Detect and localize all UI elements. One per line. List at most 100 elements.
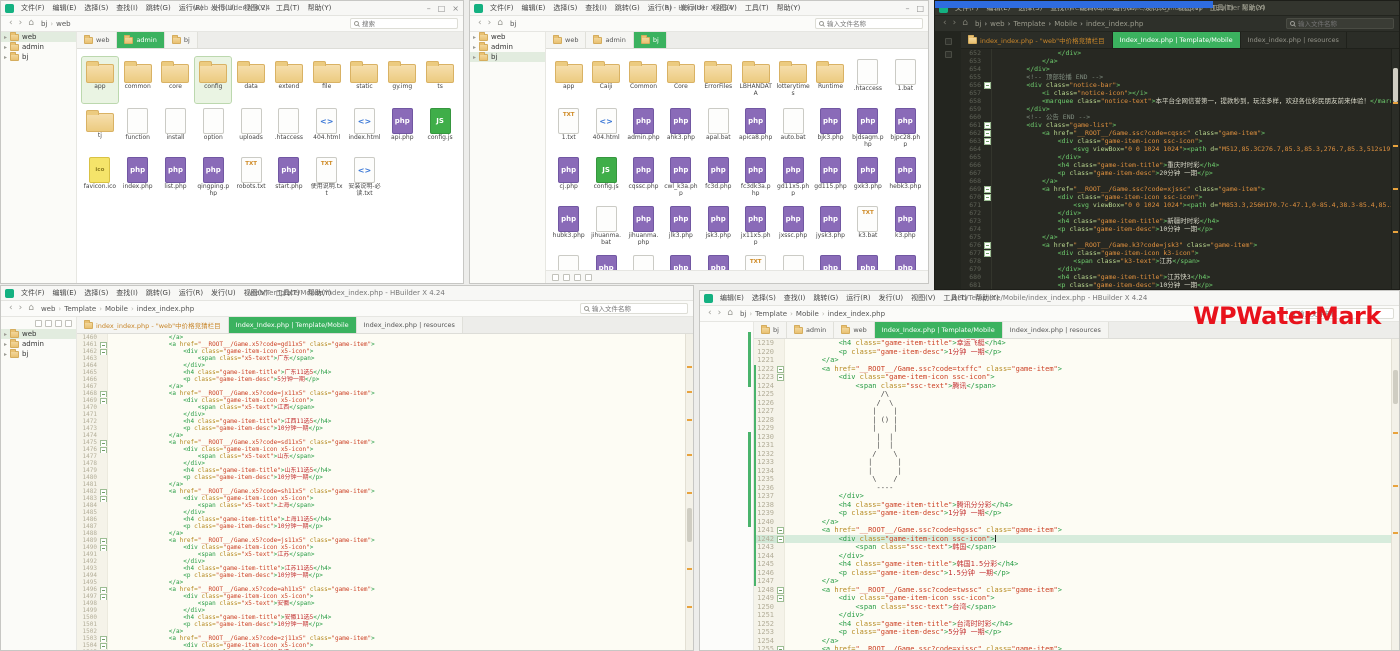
file-jx11x5.php[interactable]: phpjx11x5.php [738,204,773,250]
file-index.html[interactable]: <>index.html [347,106,383,152]
code-line-1237[interactable]: 1237 </div> [754,492,1399,501]
fold-marker-icon[interactable] [99,460,107,467]
fold-marker-icon[interactable] [99,397,107,404]
file-.htaccess[interactable]: .htaccess [850,57,885,103]
code-line-665[interactable]: 665 </div> [961,153,1399,161]
fold-marker-icon[interactable] [99,600,107,607]
code-line-659[interactable]: 659 </div> [961,105,1399,113]
file-ssccp.php[interactable]: phpssccp.php [888,253,923,270]
file-sd11x5.php[interactable]: phpsd11x5.php [813,253,848,270]
code-line-1502[interactable]: 1502 </a> [77,628,693,635]
fold-marker-icon[interactable] [983,209,991,217]
search-box[interactable] [580,303,688,314]
file-config[interactable]: config [195,57,231,103]
code-line-673[interactable]: 673 <h4 class="game-item-title">新疆时时彩</h… [961,217,1399,225]
menu-文件(F)[interactable]: 文件(F) [486,3,518,13]
fold-marker-icon[interactable] [776,586,784,595]
file-1.bat[interactable]: 1.bat [888,57,923,103]
file-.htaccess[interactable]: .htaccess [271,106,307,152]
fold-marker-icon[interactable] [99,572,107,579]
project-admin[interactable]: ▸admin [1,339,76,349]
code-line-1226[interactable]: 1226 / \ [754,399,1399,408]
menu-帮助(Y)[interactable]: 帮助(Y) [304,3,336,13]
code-line-662[interactable]: 662 <a href="__ROOT__/Game.ssc?code=cqss… [961,129,1399,137]
menu-查找(I)[interactable]: 查找(I) [112,288,142,298]
code-line-1498[interactable]: 1498 <span class="x5-text">安徽</span> [77,600,693,607]
breadcrumb-Template[interactable]: Template [1013,20,1045,28]
tab-web[interactable]: web [77,32,117,48]
file-ts[interactable]: ts [422,57,458,103]
file-404.html[interactable]: <>404.html [309,106,345,152]
code-line-1485[interactable]: 1485 </div> [77,509,693,516]
code-line-1496[interactable]: 1496 <a href="__ROOT__/Game.x5?code=ah11… [77,586,693,593]
code-line-1224[interactable]: 1224 <span class="ssc-text">腾讯</span> [754,382,1399,391]
tab-index_index.php - "web"中价格竞猜栏目[interactable]: index_index.php - "web"中价格竞猜栏目 [961,32,1113,48]
back-button[interactable]: ‹ [475,19,485,28]
code-line-1234[interactable]: 1234 | | [754,467,1399,476]
fold-marker-icon[interactable] [99,551,107,558]
home-button[interactable]: ⌂ [724,309,736,318]
fold-marker-icon[interactable] [983,177,991,185]
fold-marker-icon[interactable] [99,334,107,341]
code-line-1493[interactable]: 1493 <h4 class="game-item-title">江苏11选5<… [77,565,693,572]
file-file[interactable]: file [309,57,345,103]
fold-marker-icon[interactable] [983,65,991,73]
code-line-1497[interactable]: 1497 <div class="game-item-icon x5-icon"… [77,593,693,600]
breadcrumb-bj[interactable]: bj [510,20,516,28]
fold-marker-icon[interactable] [776,620,784,629]
code-line-666[interactable]: 666 <h4 class="game-item-title">重庆时时彩</h… [961,161,1399,169]
menu-跳转(G)[interactable]: 跳转(G) [611,3,644,13]
list-view-icon[interactable] [563,274,570,281]
code-line-1253[interactable]: 1253 <p class="game-item-desc">5分钟 一期</p… [754,628,1399,637]
code-line-1476[interactable]: 1476 <div class="game-item-icon x5-icon"… [77,446,693,453]
breadcrumb-index_index.php[interactable]: index_index.php [137,305,194,313]
menu-运行(R)[interactable]: 运行(R) [175,288,207,298]
file-apal.bat[interactable]: apal.bat [701,106,736,152]
fold-marker-icon[interactable] [776,535,784,544]
fold-marker-icon[interactable] [983,129,991,137]
fold-marker-icon[interactable] [776,569,784,578]
code-line-657[interactable]: 657 <i class="notice-icon"></i> [961,89,1399,97]
file-fc3d.php[interactable]: phpfc3d.php [701,155,736,201]
fold-marker-icon[interactable] [983,273,991,281]
fold-marker-icon[interactable] [983,233,991,241]
fold-marker-icon[interactable] [99,411,107,418]
file-uploads[interactable]: uploads [233,106,269,152]
explorer-icon[interactable] [945,38,952,45]
fold-marker-icon[interactable] [776,467,784,476]
back-button[interactable]: ‹ [940,19,950,28]
fold-marker-icon[interactable] [99,621,107,628]
code-line-1468[interactable]: 1468 <a href="__ROOT__/Game.x5?code=jx11… [77,390,693,397]
code-line-1254[interactable]: 1254 </a> [754,637,1399,646]
code-line-1467[interactable]: 1467 </a> [77,383,693,390]
file-robots.txt[interactable]: TXTrobots.txt [738,253,773,270]
home-button[interactable]: ⌂ [25,19,37,28]
fold-marker-icon[interactable] [776,560,784,569]
fold-marker-icon[interactable] [983,225,991,233]
scrollbar-thumb[interactable] [1393,68,1398,102]
fold-marker-icon[interactable] [99,376,107,383]
code-line-1480[interactable]: 1480 <p class="game-item-desc">10分钟一期</p… [77,474,693,481]
file-function[interactable]: function [120,106,156,152]
file-openkj.php[interactable]: phpopenkj.php [663,253,698,270]
breadcrumb-Template[interactable]: Template [755,310,787,318]
file-gy.img[interactable]: gy.img [384,57,420,103]
fold-marker-icon[interactable] [776,373,784,382]
code-line-1474[interactable]: 1474 </a> [77,432,693,439]
file-jysk3.php[interactable]: phpjysk3.php [813,204,848,250]
fold-marker-icon[interactable] [99,481,107,488]
file-pl3.php[interactable]: phppl3.php [701,253,736,270]
tab-Index_index.php | resources[interactable]: Index_index.php | resources [357,317,463,333]
fold-marker-icon[interactable] [99,369,107,376]
back-button[interactable]: ‹ [705,309,715,318]
code-line-1233[interactable]: 1233 | | [754,458,1399,467]
code-line-1221[interactable]: 1221 </a> [754,356,1399,365]
code-line-1252[interactable]: 1252 <h4 class="game-item-title">台湾时时彩</… [754,620,1399,629]
tab-index_index.php - "web"中价格竞猜栏目[interactable]: index_index.php - "web"中价格竞猜栏目 [77,317,229,333]
file-common[interactable]: common [120,57,156,103]
fold-marker-icon[interactable] [776,339,784,348]
search-input[interactable] [827,20,919,28]
code-line-1466[interactable]: 1466 <p class="game-item-desc">5分钟一期</p> [77,376,693,383]
code-line-1251[interactable]: 1251 </div> [754,611,1399,620]
fold-marker-icon[interactable] [99,453,107,460]
